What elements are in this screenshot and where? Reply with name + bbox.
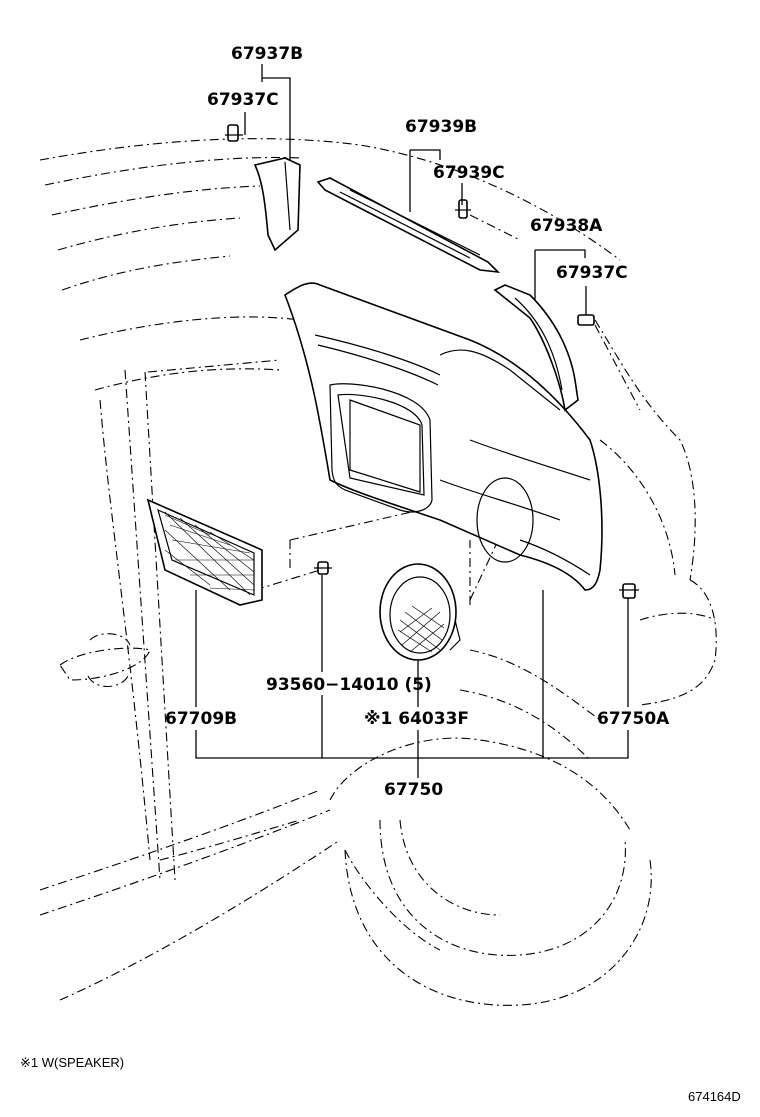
label-67750: 67750 [384,780,444,800]
leader-lines [195,64,629,778]
clip-67937c-top [225,124,243,142]
label-64033f: ※1 64033F [364,709,470,729]
label-67937b: 67937B [231,44,304,64]
label-67937c-right: 67937C [556,263,628,283]
back-door-trim-board [284,282,603,591]
clip-67937c-right [577,314,595,326]
vehicle-body-outline [39,138,717,1006]
label-67939c: 67939C [433,163,505,183]
speaker [379,563,461,661]
footnote: ※1 W(SPEAKER) [20,1055,125,1070]
clip-67750a [619,583,639,599]
label-93560-14010: 93560−14010 (5) [266,675,432,695]
label-67939b: 67939B [405,117,478,137]
label-67937c-top: 67937C [207,90,279,110]
net-pocket [146,498,263,606]
pillar-garnish [253,157,301,252]
upper-garnish-strip [316,177,501,274]
clip-67939c [455,199,471,219]
figure-id: 674164D [688,1089,741,1104]
label-67709b: 67709B [165,709,238,729]
side-garnish-strip [493,284,579,412]
label-67750a: 67750A [597,709,670,729]
label-67938a: 67938A [530,216,603,236]
clip-93560 [314,561,332,575]
